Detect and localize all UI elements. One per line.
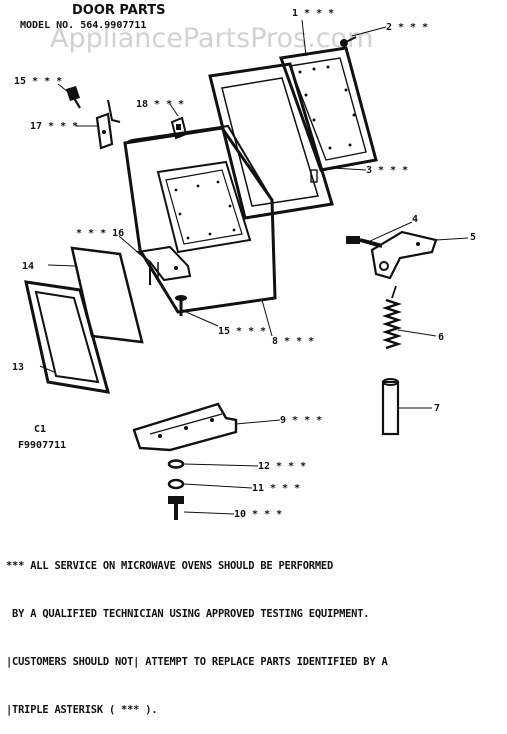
callout-10: 10 * * *: [234, 509, 282, 520]
part-10-screw: [168, 496, 184, 520]
leader-lines: [39, 19, 469, 515]
callout-13: 13: [12, 362, 24, 373]
part-4-shoulder-screw: [346, 236, 383, 248]
callout-15-top: 15 * * *: [14, 76, 62, 87]
part-6-spring: [382, 285, 402, 350]
notice-line-3: |CUSTOMERS SHOULD NOT| ATTEMPT TO REPLAC…: [6, 656, 388, 668]
callout-12: 12 * * *: [258, 461, 306, 472]
callout-labels: 1 * * * 2 * * * 3 * * * 4 5 6 7 8 * * * …: [12, 8, 476, 520]
service-notice: *** ALL SERVICE ON MICROWAVE OVENS SHOUL…: [6, 526, 504, 734]
part-11-washer: [167, 478, 185, 490]
notice-line-2: BY A QUALIFIED TECHNICIAN USING APPROVED…: [6, 608, 370, 620]
part-18-clip: [170, 116, 188, 140]
part-3-choke-frame: [208, 62, 334, 220]
part-15-screw-lower: [175, 295, 187, 316]
callout-4: 4: [412, 214, 418, 225]
part-2-screw: [340, 36, 357, 47]
callout-6: 6: [438, 332, 444, 343]
callout-17: 17 * * *: [30, 121, 78, 132]
callout-11: 11 * * *: [252, 483, 300, 494]
callout-9: 9 * * *: [280, 415, 322, 426]
part-9-hinge-plate: [132, 402, 238, 452]
callout-7: 7: [434, 403, 440, 414]
callout-5: 5: [470, 232, 476, 243]
callout-14: 14: [22, 261, 34, 272]
callout-18: 18 * * *: [136, 99, 184, 110]
callout-1: 1 * * *: [292, 8, 334, 19]
page-title: DOOR PARTS: [72, 3, 165, 18]
watermark: AppliancePartsPros.com: [50, 23, 373, 54]
notice-line-4: |TRIPLE ASTERISK ( *** ).: [6, 704, 158, 716]
notice-line-1: *** ALL SERVICE ON MICROWAVE OVENS SHOUL…: [6, 560, 334, 572]
part-16-latch-bracket: [135, 245, 192, 285]
part-5-latch-lever: [370, 230, 438, 280]
part-12-washer: [167, 459, 185, 469]
part-17-hinge-bracket: [95, 99, 121, 150]
diagram-code-line-2: F9907711: [18, 440, 66, 451]
part-8-door-frame: [123, 124, 277, 314]
callout-15-lower: 15 * * *: [218, 326, 266, 337]
exploded-parts-diagram: AppliancePartsPros.com DOOR PARTS MODEL …: [12, 3, 476, 520]
part-13-door-trim: [24, 280, 111, 394]
callout-16: * * * 16: [76, 228, 124, 239]
diagram-code-line-1: C1: [34, 424, 46, 435]
callout-2: 2 * * *: [386, 22, 428, 33]
model-number: MODEL NO. 564.9907711: [20, 20, 146, 31]
callout-3: 3 * * *: [366, 165, 408, 176]
part-1-inner-panel: [278, 46, 378, 172]
part-7-rod: [381, 378, 400, 436]
callout-8: 8 * * *: [272, 336, 314, 347]
part-15-screw-top: [66, 86, 81, 109]
